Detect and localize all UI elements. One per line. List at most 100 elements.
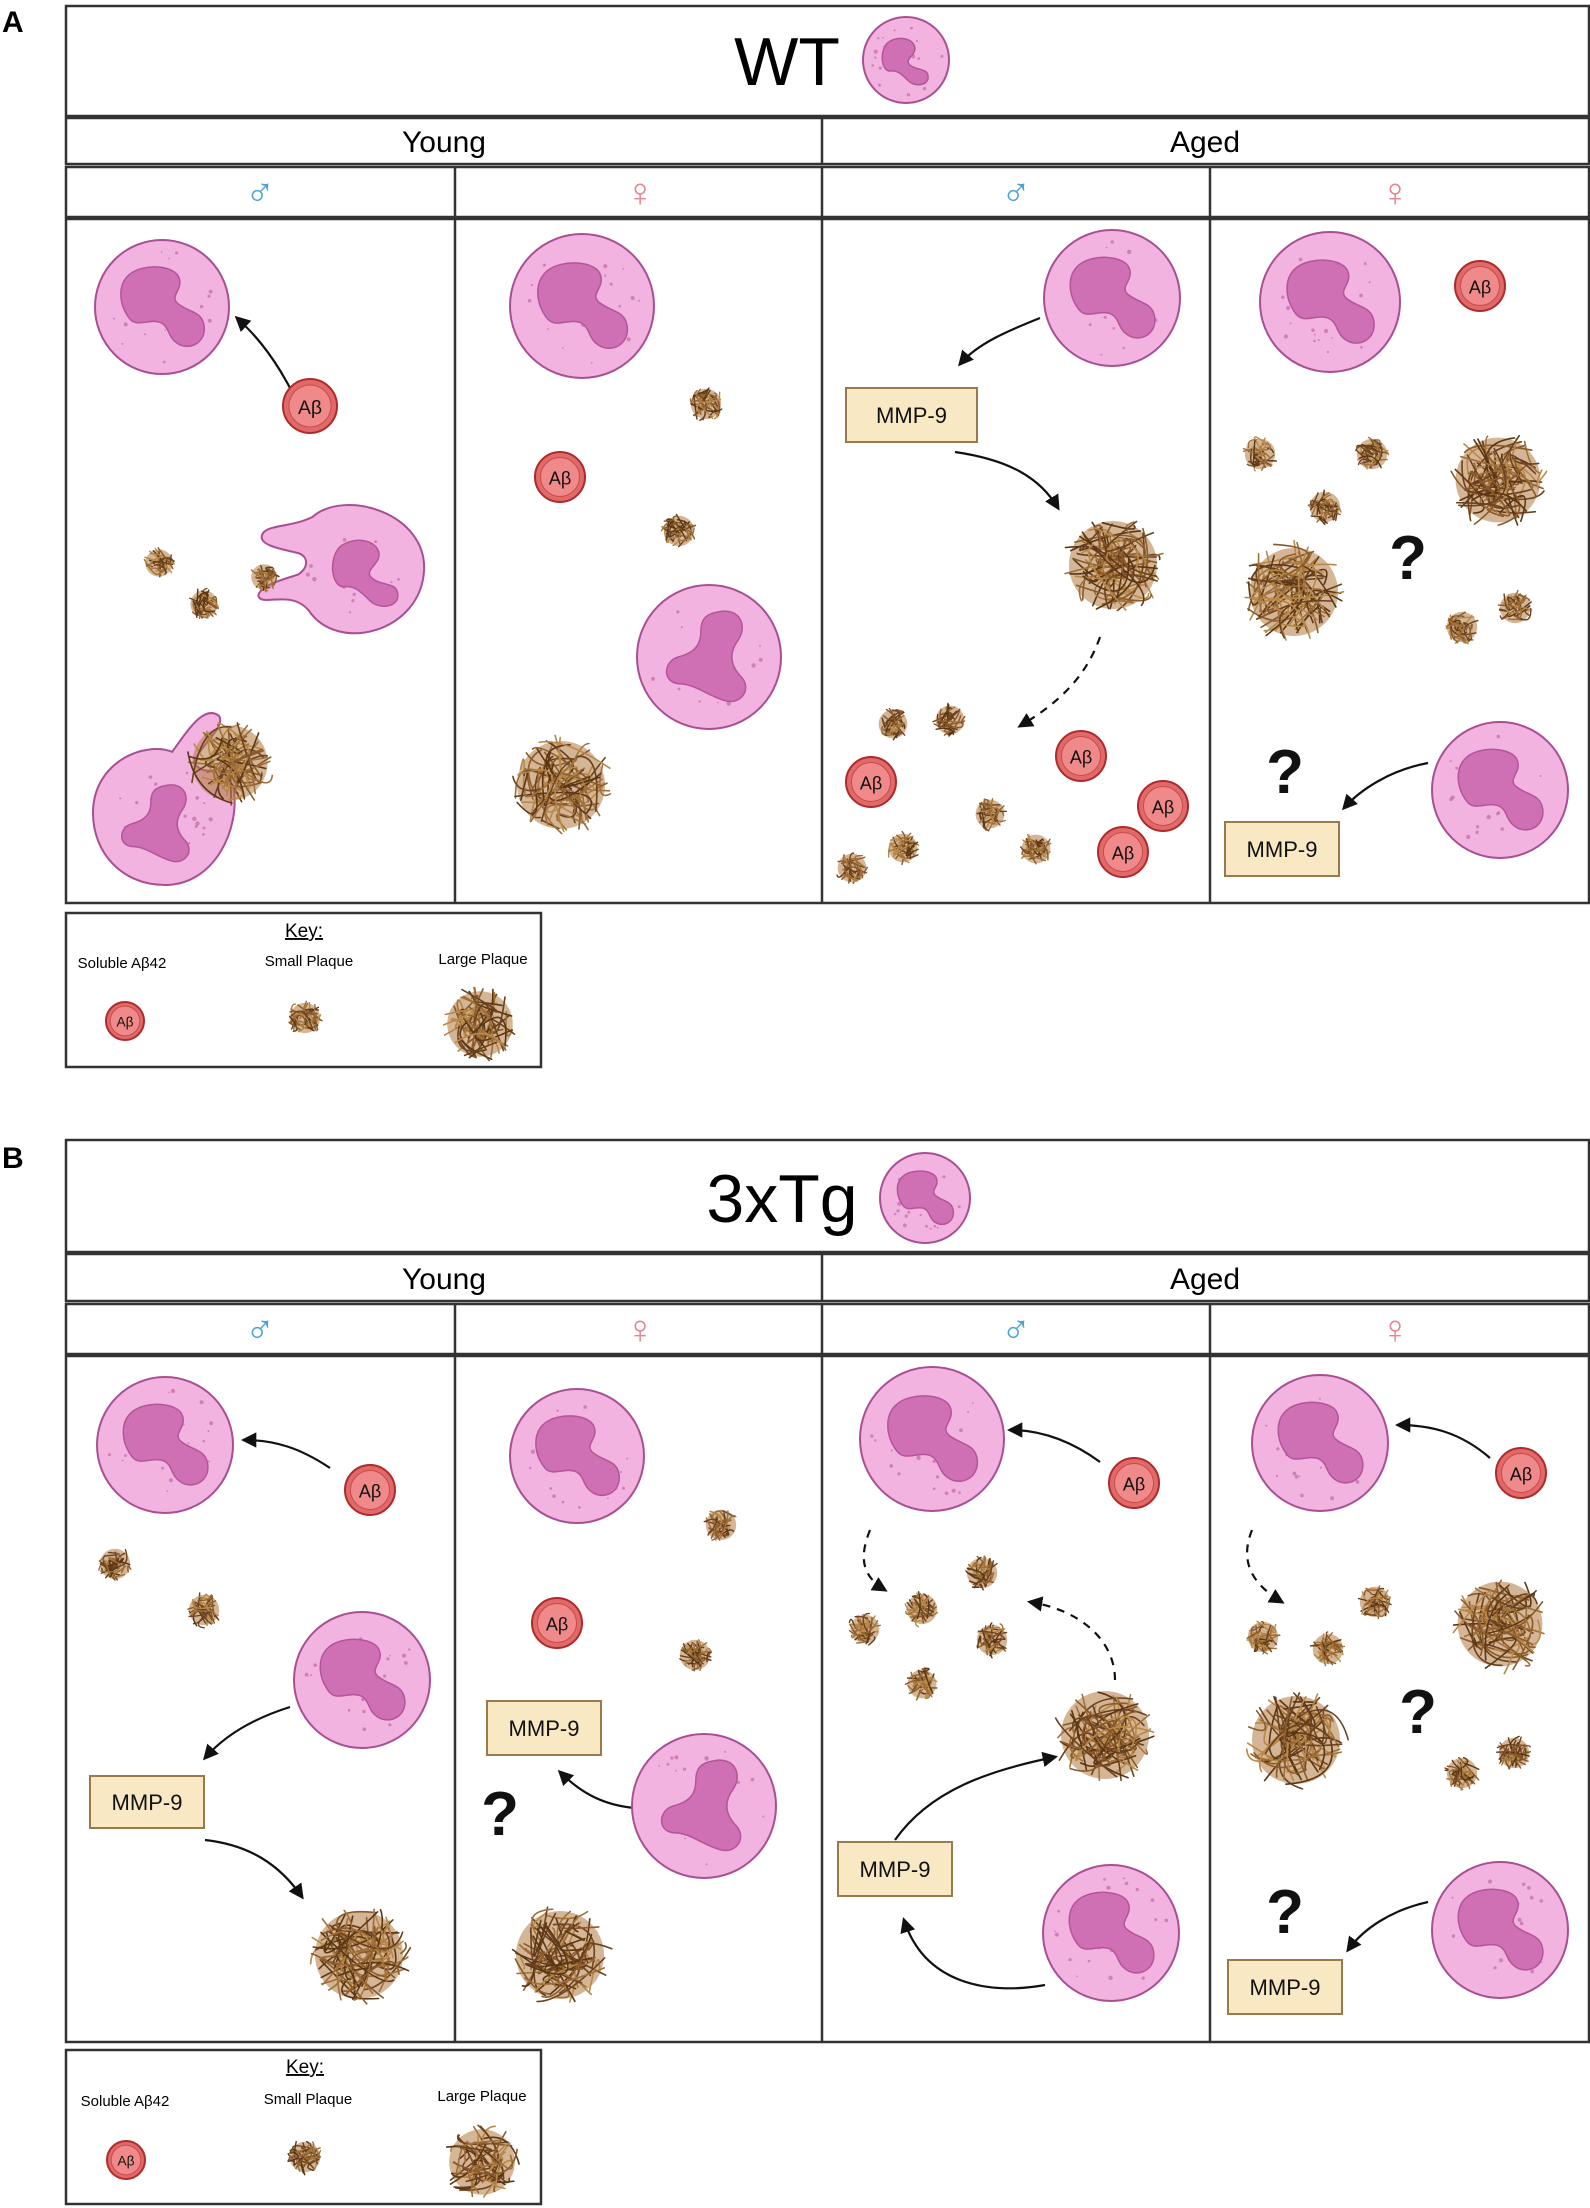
plaque-fibre	[1071, 1710, 1088, 1772]
granule-dot	[915, 40, 919, 43]
granule-dot	[208, 817, 213, 822]
granule-dot	[958, 1491, 961, 1494]
granule-dot	[192, 816, 197, 821]
plaque-fibre	[917, 1669, 935, 1686]
granule-dot	[1359, 293, 1363, 298]
plaque-fibre	[457, 2134, 490, 2164]
small-plaque	[1497, 589, 1532, 624]
plaque-fibre	[989, 1572, 995, 1583]
large-plaque	[309, 1908, 412, 2005]
plaque-fibre	[895, 839, 915, 843]
granule-dot	[1363, 262, 1367, 266]
plaque-fibre	[475, 2146, 511, 2184]
plaque-fibre	[1359, 444, 1374, 456]
neutrophil-cell	[94, 239, 230, 375]
plaque-fibre	[99, 1558, 111, 1576]
plaque-fibre	[1290, 1731, 1326, 1771]
plaque-fibre	[127, 1565, 132, 1573]
mmp9-box: MMP-9	[1224, 821, 1340, 877]
abeta-label: Aβ	[1469, 278, 1491, 298]
plaque-fibre	[548, 773, 594, 821]
plaque-fibre	[1069, 1714, 1135, 1778]
plaque-fibre	[1113, 583, 1146, 605]
plaque-fibre	[867, 1636, 876, 1646]
granule-dot	[750, 1777, 755, 1782]
granule-dot	[121, 342, 124, 345]
mmp9-frame	[1224, 821, 1340, 877]
plaque-fibre	[1461, 1760, 1475, 1779]
soluble-abeta: Aβ	[531, 1597, 583, 1649]
abeta-label: Aβ	[546, 1615, 568, 1635]
abeta-label: Aβ	[298, 397, 322, 419]
granule-dot	[1127, 249, 1132, 254]
plaque-fibre	[1502, 1606, 1532, 1618]
mmp9-frame	[845, 387, 978, 443]
key-soluble-abeta: Aβ	[105, 1001, 145, 1041]
granule-dot	[107, 1453, 111, 1457]
cell-aged-female: Aβ ? ? MMP-9	[1224, 231, 1569, 877]
plaque-fibre	[1087, 543, 1127, 611]
plaque-fibre	[699, 397, 722, 403]
plaque-fibre	[201, 776, 244, 801]
plaque-fibre	[344, 1915, 354, 1980]
question-mark: ?	[481, 1780, 519, 1849]
plaque-fibre	[1313, 1650, 1322, 1659]
small-plaque	[98, 1548, 132, 1581]
plaque-fibre	[1121, 538, 1144, 576]
plaque-fibre	[1486, 1584, 1510, 1628]
plaque-fibre	[1449, 614, 1475, 619]
granule-dot	[542, 263, 546, 267]
small-plaque	[848, 1612, 881, 1646]
key-label-small: Small Plaque	[265, 953, 353, 970]
granule-dot	[881, 36, 884, 39]
small-plaque	[703, 1509, 737, 1541]
plaque-fibre	[520, 772, 529, 801]
nucleus	[537, 262, 629, 350]
plaque-fibre	[995, 1648, 1003, 1652]
question-mark: ?	[1389, 524, 1427, 593]
plaque-fibre	[213, 743, 250, 784]
neutrophil-cell	[859, 1366, 1005, 1512]
plaque-fibre	[1021, 849, 1037, 865]
small-plaque	[189, 587, 220, 619]
plaque-fibre	[254, 572, 267, 593]
plaque-fibre	[1290, 1706, 1328, 1745]
plaque-fibre	[968, 1580, 983, 1588]
granule-dot	[397, 578, 400, 581]
granule-dot	[135, 801, 139, 805]
granule-dot	[651, 676, 655, 681]
plaque-fibre	[1064, 545, 1090, 552]
plaque-fibre	[1517, 597, 1528, 604]
granule-dot	[940, 54, 944, 58]
plaque-fibre	[1289, 1718, 1312, 1757]
plaque-fibre	[1087, 1733, 1119, 1754]
plaque-fibre	[197, 1596, 214, 1602]
plaque-fibre	[1508, 1752, 1527, 1760]
neutrophil-cell	[1251, 1374, 1389, 1512]
plaque-fibre	[661, 526, 695, 537]
plaque-fibre	[197, 1608, 214, 1629]
plaque-fibre	[1524, 609, 1530, 616]
granule-dot	[119, 797, 122, 800]
mmp9-label: MMP-9	[1250, 1975, 1321, 2000]
plaque-fibre	[487, 2151, 506, 2190]
nucleus	[1277, 1401, 1364, 1484]
plaque-fibre	[1029, 842, 1052, 855]
plaque-fibre	[512, 775, 543, 792]
granule-dot	[1088, 323, 1092, 327]
granule-dot	[1530, 1969, 1535, 1974]
plaque-fibre	[1334, 1654, 1342, 1662]
plaque-fibre	[514, 1958, 551, 1995]
neutrophil-cell	[1431, 721, 1569, 859]
plaque-fibre	[98, 1551, 118, 1569]
plaque-fibre	[722, 1529, 735, 1534]
granule-dot	[1318, 1397, 1321, 1400]
granule-dot	[878, 66, 882, 70]
abeta-inner	[110, 2144, 142, 2176]
granule-dot	[362, 1709, 366, 1714]
granule-dot	[944, 1491, 949, 1496]
plaque-fibre	[1503, 1651, 1515, 1675]
granule-dot	[1486, 814, 1491, 820]
granule-dot	[622, 268, 625, 270]
granule-dot	[682, 1767, 687, 1771]
